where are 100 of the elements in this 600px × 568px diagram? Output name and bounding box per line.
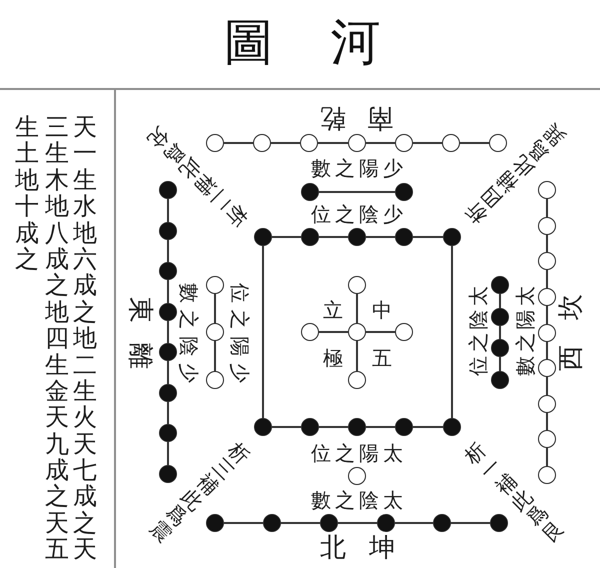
- open-circle: [300, 134, 318, 152]
- connector-line: [499, 294, 501, 308]
- connector-line: [167, 240, 169, 262]
- open-circle: [206, 371, 224, 389]
- direction-label: 南: [367, 105, 393, 131]
- solid-dot: [254, 228, 272, 246]
- open-circle: [253, 134, 271, 152]
- open-circle: [348, 323, 366, 341]
- solid-dot: [320, 514, 338, 532]
- open-circle: [538, 324, 556, 342]
- open-circle: [489, 134, 507, 152]
- group-label: 位之陽太: [311, 443, 403, 463]
- open-circle: [348, 134, 366, 152]
- group-label: 數之陰太: [311, 490, 403, 510]
- connector-line: [167, 199, 169, 222]
- solid-dot: [159, 181, 177, 199]
- group-label: 位之陰少: [311, 204, 403, 224]
- solid-dot: [395, 228, 413, 246]
- center-label: 中: [372, 300, 392, 320]
- solid-dot: [348, 418, 366, 436]
- open-circle: [301, 323, 319, 341]
- connector-line: [272, 236, 301, 238]
- open-circle: [348, 276, 366, 294]
- connector-line: [338, 522, 377, 524]
- center-label: 五: [372, 348, 392, 368]
- connector-line: [167, 321, 169, 343]
- connector-line: [499, 357, 501, 371]
- solid-dot: [254, 418, 272, 436]
- open-circle: [538, 395, 556, 413]
- solid-dot: [263, 514, 281, 532]
- connector-line: [262, 246, 264, 418]
- open-circle: [538, 217, 556, 235]
- group-label: 位之陰太: [468, 286, 488, 376]
- connector-line: [356, 294, 358, 323]
- open-circle: [348, 371, 366, 389]
- connector-line: [546, 448, 548, 466]
- connector-line: [366, 426, 395, 428]
- connector-line: [272, 426, 301, 428]
- connector-line: [395, 522, 433, 524]
- solid-dot: [443, 228, 461, 246]
- connector-line: [546, 342, 548, 359]
- solid-dot: [159, 222, 177, 240]
- open-circle: [538, 430, 556, 448]
- text-column: 天一生水地六成之地二生火天七成之天: [73, 114, 97, 563]
- group-label: 數之陰少: [179, 283, 199, 383]
- connector-line: [546, 413, 548, 430]
- connector-line: [546, 270, 548, 288]
- open-circle: [206, 134, 224, 152]
- connector-line: [366, 331, 395, 333]
- diagonal-inscription: 析二補此爲兌: [144, 123, 252, 231]
- diagonal-inscription: 析一補此爲艮: [460, 438, 568, 546]
- title-text: 圖河: [224, 17, 380, 67]
- connector-line: [224, 522, 263, 524]
- solid-dot: [395, 418, 413, 436]
- solid-dot: [491, 371, 509, 389]
- connector-line: [546, 377, 548, 395]
- connector-line: [499, 326, 501, 339]
- solid-dot: [301, 228, 319, 246]
- solid-dot: [159, 343, 177, 361]
- connector-line: [546, 235, 548, 252]
- connector-line: [318, 142, 348, 144]
- solid-dot: [491, 308, 509, 326]
- direction-label: 坎: [558, 294, 584, 320]
- open-circle: [442, 134, 460, 152]
- connector-line: [366, 236, 395, 238]
- open-circle: [538, 252, 556, 270]
- connector-line: [214, 341, 216, 371]
- open-circle: [538, 181, 556, 199]
- connector-line: [319, 236, 348, 238]
- direction-label: 東: [127, 297, 153, 323]
- connector-line: [214, 294, 216, 323]
- direction-label: 西: [558, 345, 584, 371]
- open-circle: [206, 323, 224, 341]
- connector-line: [413, 142, 442, 144]
- connector-line: [413, 236, 443, 238]
- connector-line: [224, 142, 253, 144]
- text-column: 三生木地八成之地四生金天九成之天五: [45, 114, 69, 563]
- direction-label: 坤: [369, 535, 395, 561]
- solid-dot: [159, 465, 177, 483]
- open-circle: [395, 323, 413, 341]
- center-label: 立: [323, 300, 343, 320]
- solid-dot: [159, 303, 177, 321]
- solid-dot: [395, 183, 413, 201]
- center-label: 極: [323, 348, 343, 368]
- solid-dot: [159, 262, 177, 280]
- solid-dot: [159, 424, 177, 442]
- open-circle: [348, 467, 366, 485]
- connector-line: [271, 142, 300, 144]
- solid-dot: [301, 418, 319, 436]
- open-circle: [395, 134, 413, 152]
- connector-line: [451, 246, 453, 418]
- connector-line: [451, 522, 490, 524]
- connector-line: [413, 426, 443, 428]
- group-label: 數之陽少: [311, 158, 403, 178]
- diagonal-inscription: 析四補此爲巽: [461, 120, 569, 228]
- group-label: 數之陽太: [515, 286, 535, 376]
- direction-label: 乾: [320, 105, 346, 131]
- connector-line: [460, 142, 489, 144]
- connector-line: [167, 280, 169, 303]
- connector-line: [319, 331, 348, 333]
